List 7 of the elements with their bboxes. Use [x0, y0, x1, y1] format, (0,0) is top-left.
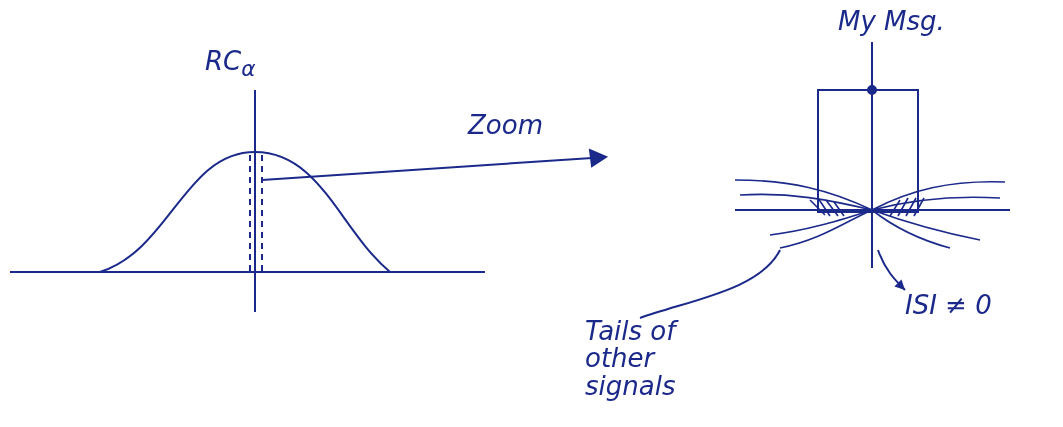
leader-line	[639, 249, 781, 319]
annotation-text: Zoom	[468, 112, 543, 140]
axis-label: RC$_{α}$	[205, 48, 256, 81]
annotation-text: My Msg.	[838, 8, 945, 36]
arrow	[877, 249, 906, 291]
annotation-text: Tails of other signals	[585, 318, 710, 400]
annotation-text: ISI ≠ 0	[905, 292, 1045, 320]
